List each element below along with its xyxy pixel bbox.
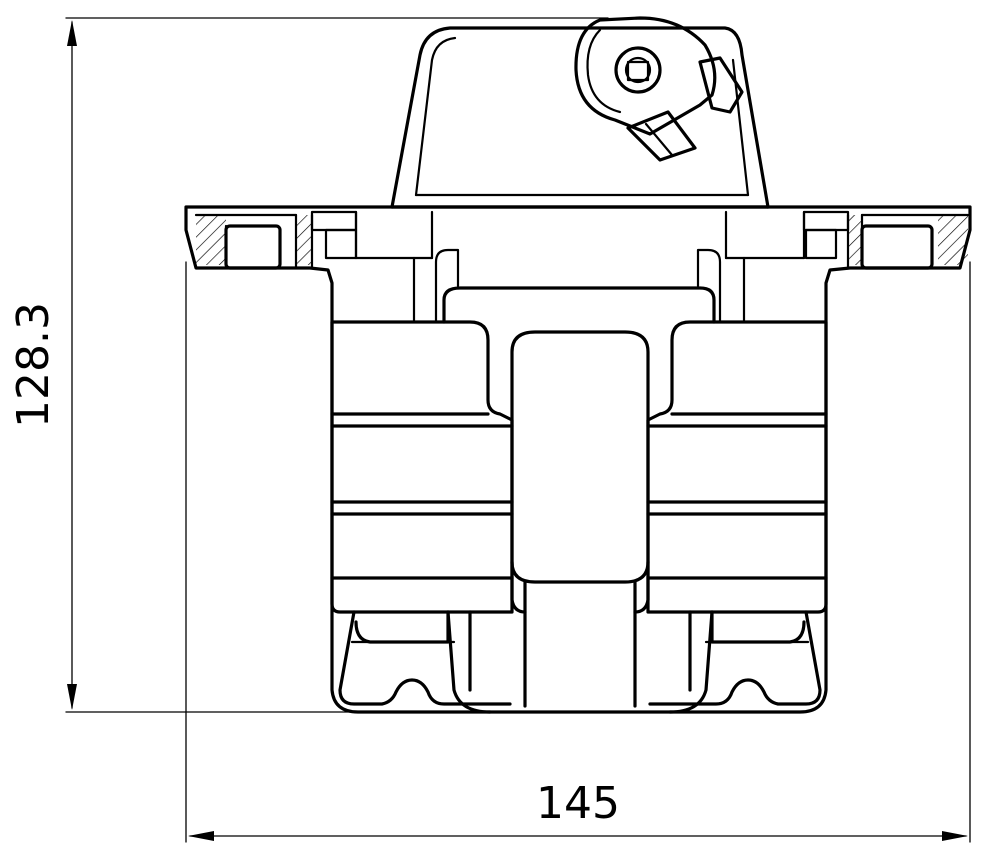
- left-piston-block: [330, 320, 514, 614]
- height-dimension: 128.3: [8, 17, 609, 713]
- height-arrow-top: [67, 20, 77, 46]
- right-piston-block: [646, 320, 828, 614]
- height-arrow-bottom: [67, 684, 77, 710]
- center-bridge: [510, 330, 650, 708]
- bleed-valve: [574, 16, 744, 162]
- width-dimension: 145: [185, 261, 971, 843]
- width-arrow-right: [942, 831, 968, 841]
- main-outline: [184, 205, 972, 714]
- left-flange: [194, 210, 434, 270]
- caliper-body: [184, 16, 972, 714]
- height-dimension-label: 128.3: [8, 302, 59, 428]
- width-dimension-label: 145: [536, 778, 620, 829]
- inner-yoke: [412, 248, 746, 324]
- width-arrow-left: [188, 831, 214, 841]
- right-flange: [724, 210, 970, 270]
- lower-housing: [338, 610, 822, 714]
